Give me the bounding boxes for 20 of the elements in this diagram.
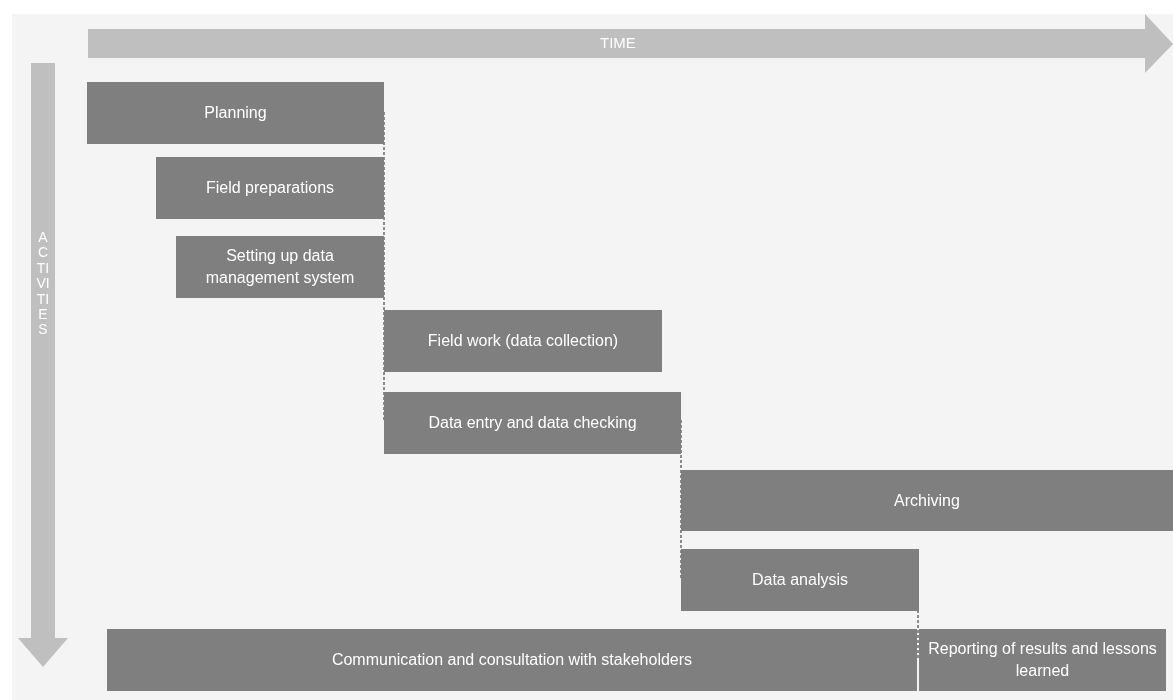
activity-label: Field work (data collection)	[427, 331, 619, 351]
activity-label: Reporting of results and lessons learned	[927, 639, 1158, 681]
activity-bar	[87, 82, 384, 144]
activity-label: Field preparations	[205, 178, 335, 198]
activity-label: Data analysis	[751, 570, 848, 590]
activity-bar	[681, 470, 1173, 531]
activity-bar	[681, 549, 919, 611]
activity-bar	[107, 629, 917, 691]
activity-label: Archiving	[894, 490, 960, 511]
axis-label: ACTIVITIES	[36, 230, 50, 338]
activity-bar	[384, 392, 681, 454]
activity-label: Planning	[204, 103, 267, 123]
activity-bar	[919, 629, 1166, 691]
activity-label: Communication and consultation with stakeholders	[331, 650, 693, 670]
activity-bar	[176, 236, 384, 298]
activity-bar	[384, 310, 662, 372]
activity-label: Data entry and data checking	[428, 413, 637, 433]
activity-label: Setting up data management system	[204, 246, 356, 288]
axis-label: TIME	[600, 34, 636, 52]
activity-bar	[156, 157, 384, 219]
